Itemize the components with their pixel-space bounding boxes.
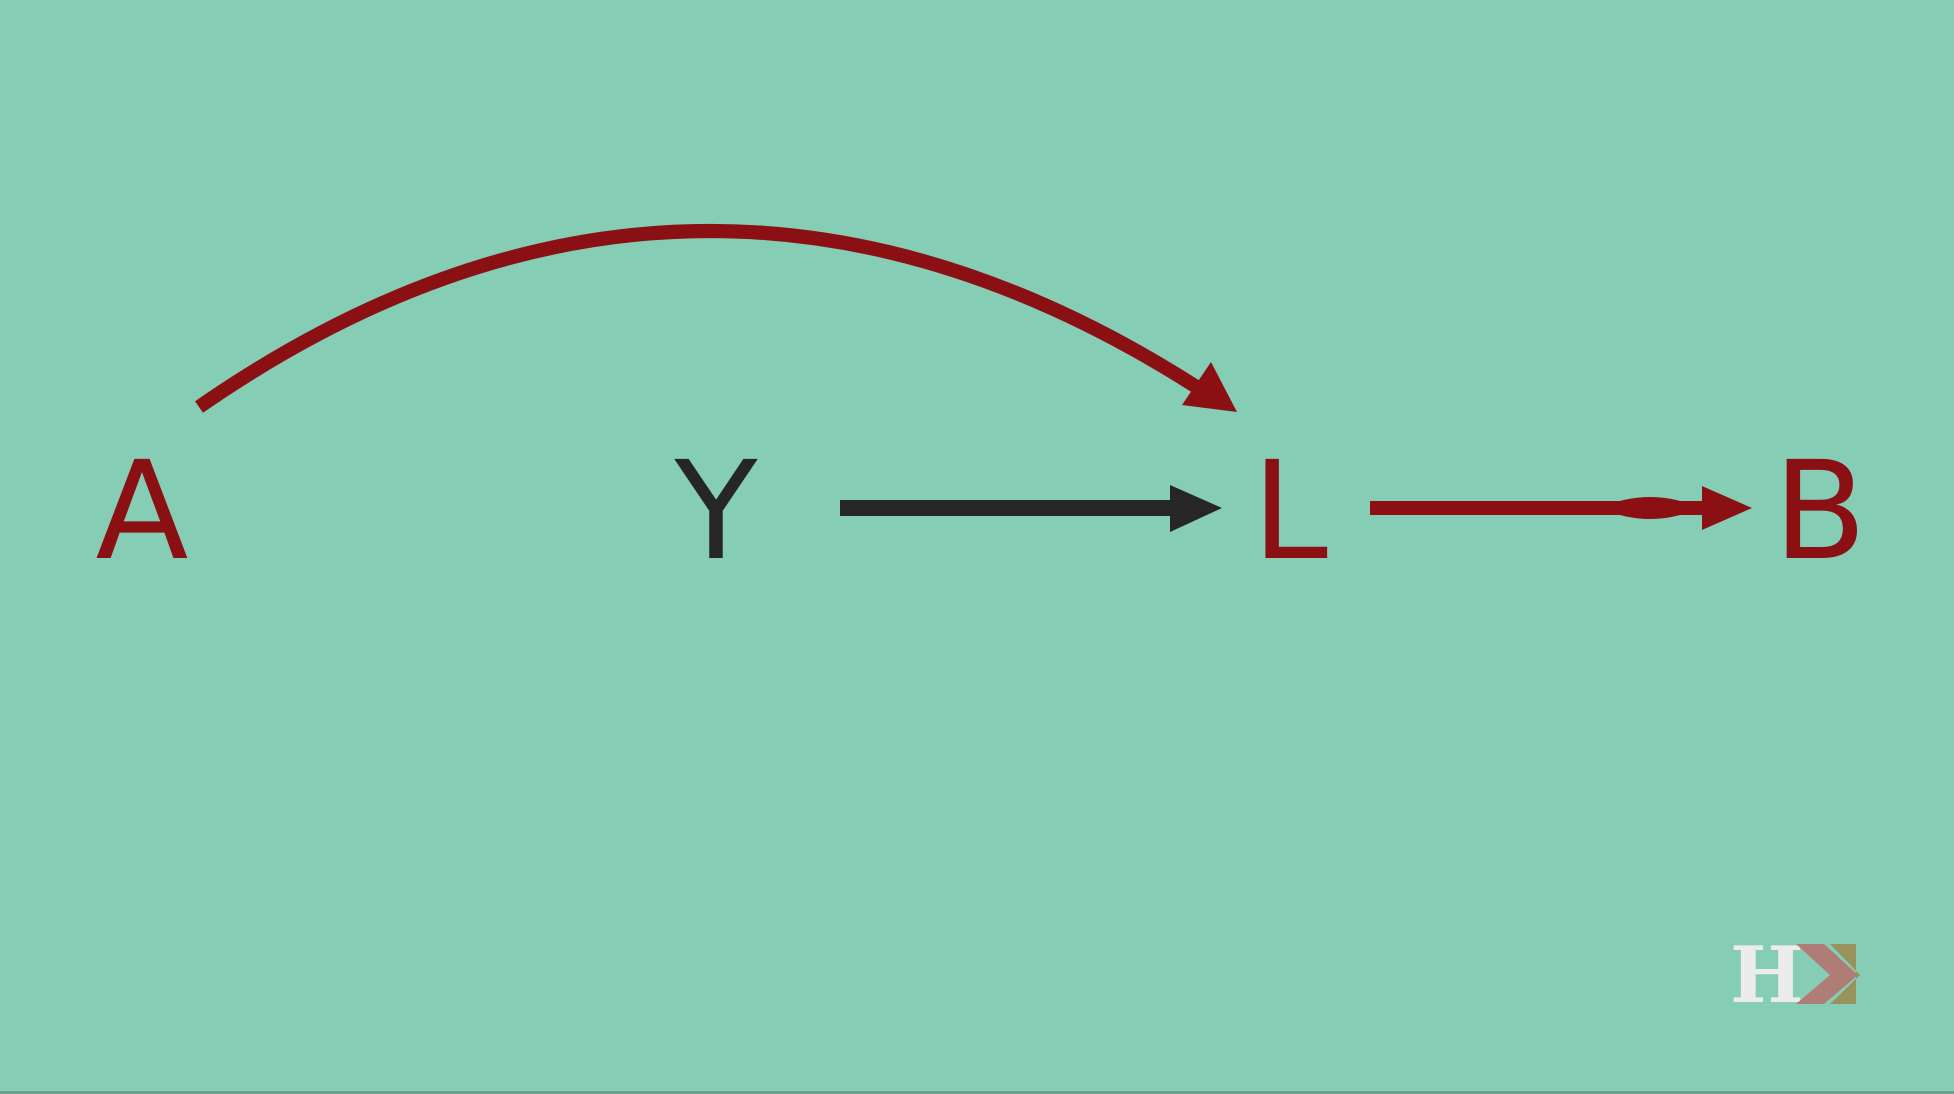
node-l-label: L [1252, 433, 1328, 591]
hx-logo: H [1730, 930, 1860, 1021]
edge-l-to-b-bulge [1600, 497, 1700, 519]
node-y-label: Y [673, 433, 758, 591]
edge-y-to-l-arrowhead [1170, 485, 1222, 532]
node-a-label: A [95, 433, 188, 591]
edge-a-to-l [195, 224, 1216, 413]
node-b-label: B [1773, 433, 1866, 591]
logo-letter-h: H [1730, 930, 1804, 1021]
edge-a-to-l-arrowhead [1182, 362, 1237, 412]
logo-x-shape [1796, 944, 1860, 1004]
edge-l-to-b-arrowhead [1702, 486, 1752, 530]
bottom-edge-line [0, 1091, 1954, 1094]
